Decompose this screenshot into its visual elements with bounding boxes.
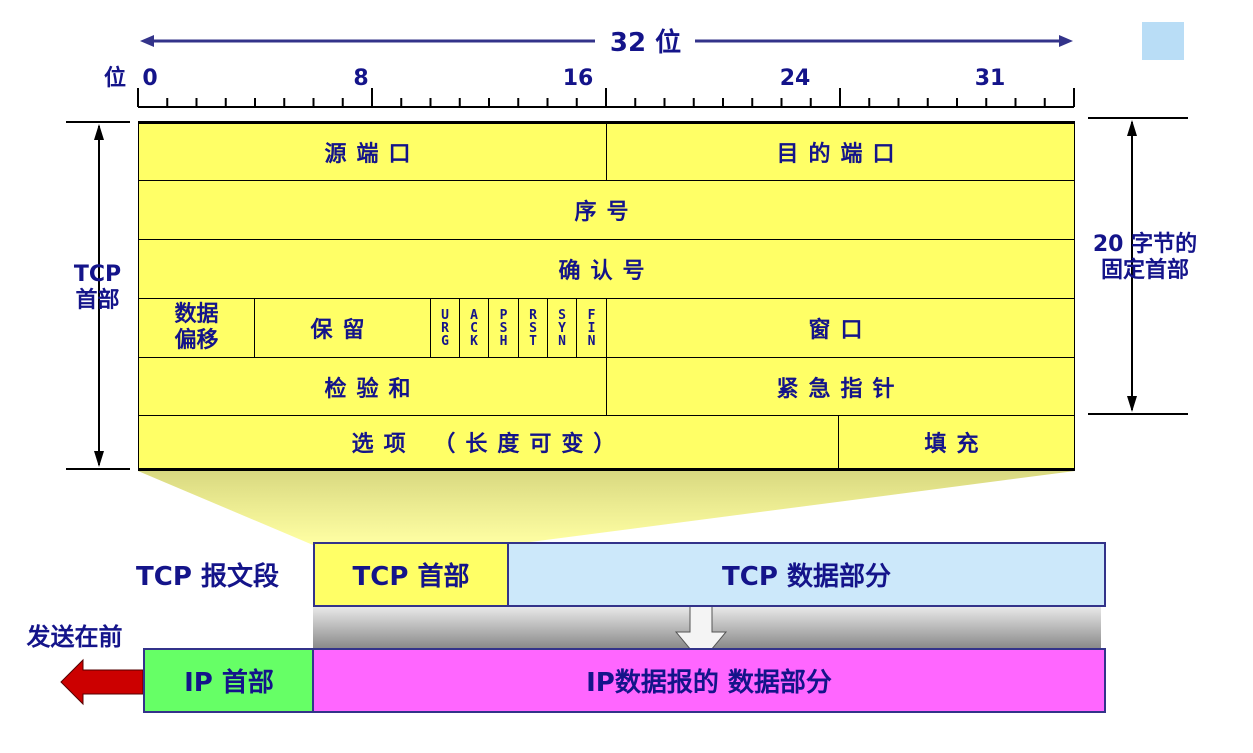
bit-ruler: [137, 88, 1075, 108]
flag-ack: ACK: [459, 298, 489, 358]
flag-psh: PSH: [488, 298, 519, 358]
flag-label: URG: [441, 307, 449, 349]
fixed-header-label: 20 字节的固定首部: [1092, 232, 1198, 283]
tick-label: 24: [779, 66, 811, 91]
field-src-port: 源端口: [138, 121, 607, 181]
tick-label: 16: [562, 66, 594, 91]
tick-label: 31: [974, 66, 1006, 91]
flag-urg: URG: [430, 298, 460, 358]
flag-rst: RST: [518, 298, 548, 358]
segment-tcp-header: TCP 首部: [313, 542, 509, 607]
field-checksum: 检验和: [138, 357, 607, 416]
flag-label: ACK: [470, 307, 478, 349]
field-urgent-pointer: 紧急指针: [606, 357, 1075, 416]
field-reserved: 保留: [254, 298, 431, 358]
flag-label: FIN: [587, 307, 596, 349]
flag-label: RST: [529, 307, 537, 349]
field-data-offset: 数据偏移: [138, 298, 255, 358]
field-options: 选项 （长度可变）: [138, 415, 839, 471]
tick-label: 8: [353, 66, 369, 91]
flag-fin: FIN: [576, 298, 607, 358]
flag-label: SYN: [558, 307, 566, 349]
field-ack: 确认号: [138, 239, 1075, 299]
send-first-label: 发送在前: [26, 623, 123, 651]
flag-label: PSH: [499, 307, 508, 349]
width-label: 32 位: [609, 28, 682, 58]
segment-tcp-data: TCP 数据部分: [507, 542, 1106, 607]
ip-data: IP数据报的 数据部分: [312, 648, 1106, 713]
bit-label: 位: [103, 66, 126, 91]
field-padding: 填充: [838, 415, 1075, 471]
field-seq: 序号: [138, 180, 1075, 240]
field-window: 窗口: [606, 298, 1075, 358]
ip-header: IP 首部: [143, 648, 315, 713]
field-dst-port: 目的端口: [606, 121, 1075, 181]
tick-label: 0: [142, 66, 158, 91]
flag-syn: SYN: [547, 298, 577, 358]
tcp-segment-label: TCP 报文段: [136, 562, 279, 592]
